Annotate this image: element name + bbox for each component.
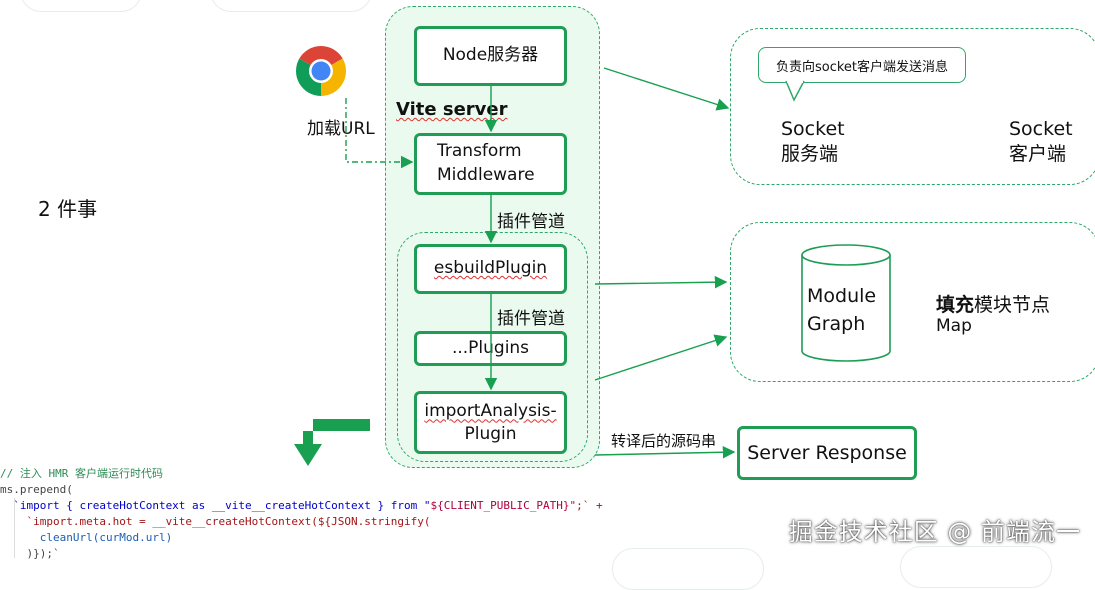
esbuild-to-module-graph-arrow bbox=[594, 275, 728, 289]
code-line-6: )});` bbox=[0, 547, 60, 560]
module-graph-cylinder bbox=[801, 244, 891, 362]
import-analysis-plugin-box: importAnalysis- Plugin bbox=[414, 391, 567, 454]
bg-bubble-1 bbox=[20, 0, 142, 12]
code-line-3-a: `import { createHotContext as __vite__cr… bbox=[0, 499, 431, 512]
fill-rest: 模块节点 bbox=[974, 294, 1051, 316]
transform-line2: Middleware bbox=[437, 165, 535, 185]
socket-server-label: Socket 服务端 bbox=[781, 117, 845, 166]
transform-line1: Transform bbox=[437, 141, 522, 162]
module-graph-container bbox=[730, 222, 1095, 382]
module-graph-line1: Module bbox=[807, 285, 877, 307]
server-response-text: Server Response bbox=[747, 441, 907, 464]
code-line-1: // 注入 HMR 客户端运行时代码 bbox=[0, 467, 163, 480]
code-line-5: cleanUrl(curMod.url) bbox=[0, 531, 173, 544]
transform-middleware-box: Transform Middleware bbox=[414, 133, 567, 195]
vite-server-label: Vite server bbox=[396, 99, 507, 120]
code-line-4: `import.meta.hot = __vite__createHotCont… bbox=[0, 515, 431, 528]
socket-client-line2: 客户端 bbox=[1009, 142, 1067, 165]
node-server-box: Node服务器 bbox=[414, 26, 567, 86]
bg-bubble-2 bbox=[210, 0, 372, 12]
code-line-3: `import { createHotContext as __vite__cr… bbox=[0, 498, 610, 514]
browser-load-url-label: 加载URL bbox=[307, 119, 375, 139]
watermark: 掘金技术社区 @ 前端流一 bbox=[788, 518, 1081, 546]
fill-module-node-label: 填充模块节点 bbox=[936, 290, 1050, 317]
module-graph-text: Module Graph bbox=[807, 283, 876, 338]
chrome-icon bbox=[296, 46, 346, 96]
code-line-2: ms.prepend( bbox=[0, 483, 73, 496]
two-things-label: 2 件事 bbox=[38, 197, 98, 221]
plugins-box: ...Plugins bbox=[414, 331, 567, 366]
pipeline-label-1: 插件管道 bbox=[497, 212, 565, 232]
hmr-code-snippet: // 注入 HMR 客户端运行时代码 ms.prepend( `import { … bbox=[0, 466, 610, 562]
code-indent-guide bbox=[14, 498, 15, 558]
module-graph-line2: Graph bbox=[807, 312, 866, 335]
import-analysis-to-response-arrow bbox=[594, 445, 736, 459]
transpiled-source-label: 转译后的源码串 bbox=[611, 432, 717, 450]
socket-client-label: Socket 客户端 bbox=[1009, 117, 1073, 166]
server-response-box: Server Response bbox=[737, 426, 917, 480]
bg-bubble-4 bbox=[900, 546, 1052, 588]
node-server-text: Node服务器 bbox=[442, 45, 539, 66]
socket-server-line2: 服务端 bbox=[781, 142, 839, 165]
socket-container bbox=[730, 28, 1095, 185]
map-label: Map bbox=[936, 316, 972, 336]
plugins-text: ...Plugins bbox=[451, 337, 530, 358]
code-line-3-c: ";` + bbox=[569, 499, 603, 512]
vite-server-text: Vite server bbox=[396, 99, 508, 120]
callout-tail bbox=[785, 80, 805, 102]
import-analysis-line2: Plugin bbox=[464, 423, 517, 444]
import-analysis-line1: importAnalysis- bbox=[424, 401, 557, 422]
import-analysis-to-module-graph-arrow bbox=[594, 334, 728, 381]
pipeline-label-2: 插件管道 bbox=[497, 309, 565, 329]
socket-callout-text: 负责向socket客户端发送消息 bbox=[775, 59, 949, 75]
fill-bold: 填充 bbox=[936, 294, 975, 316]
socket-client-line1: Socket bbox=[1009, 118, 1073, 140]
esbuild-plugin-text: esbuildPlugin bbox=[433, 258, 548, 279]
socket-server-line1: Socket bbox=[781, 118, 845, 140]
esbuild-plugin-box: esbuildPlugin bbox=[414, 244, 567, 294]
socket-callout: 负责向socket客户端发送消息 bbox=[758, 47, 966, 83]
code-line-3-b: ${CLIENT_PUBLIC_PATH} bbox=[430, 499, 570, 512]
node-to-socket-arrow bbox=[603, 67, 730, 111]
big-green-down-arrow bbox=[294, 419, 370, 466]
bg-bubble-3 bbox=[612, 548, 764, 590]
